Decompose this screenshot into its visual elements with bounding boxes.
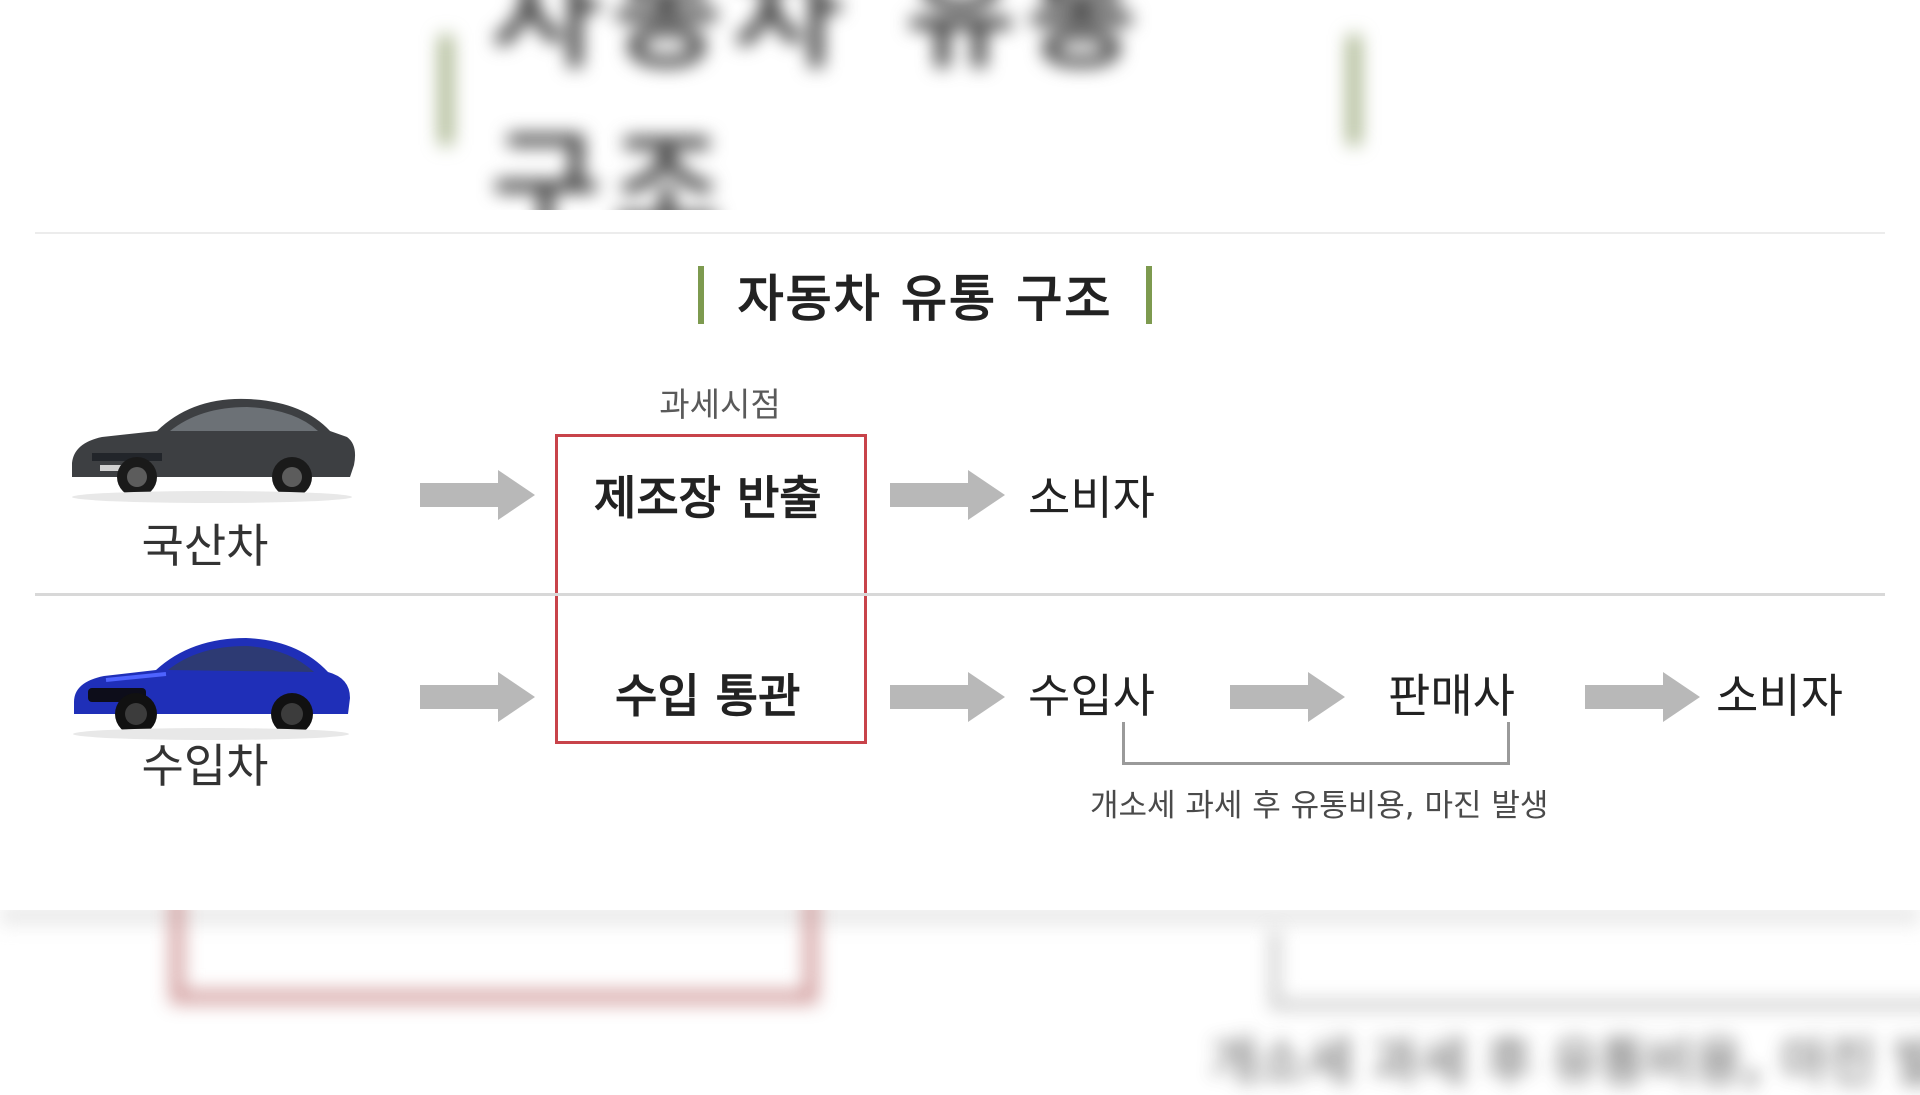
title-accent-bar-right [1146,266,1153,324]
blurred-title: 자동차 유통 구조 [440,0,1360,255]
step-factory-release: 제조장 반출 [594,471,822,525]
top-divider [35,232,1885,234]
right-arrow-icon [1230,672,1345,722]
domestic-car-label: 국산차 [141,519,269,573]
step-importer: 수입사 [1028,669,1155,723]
blurred-strip [0,905,1920,925]
blurred-bracket [1270,930,1920,1010]
step-import-clearance: 수입 통관 [615,669,801,723]
imported-car-icon [73,638,350,740]
diagram-title-text: 자동차 유통 구조 [737,270,1113,328]
row-divider [35,593,1885,596]
title-accent-bar-left [697,266,704,324]
blurred-title-text: 자동차 유통 구조 [492,0,1148,255]
step-consumer: 소비자 [1716,669,1843,723]
distribution-bracket [1122,722,1510,765]
domestic-car-icon [72,398,356,503]
step-consumer: 소비자 [1028,471,1155,525]
right-arrow-icon [420,470,535,520]
bracket-note: 개소세 과세 후 유통비용, 마진 발생 [1090,788,1549,824]
blurred-tax-box [170,880,818,1004]
right-arrow-icon [890,470,1005,520]
diagram-panel: 자동차 유통 구조 과세시점 국산차 제조장 반출 소비자 수입차 [0,210,1920,910]
blurred-title-bar-left [440,35,453,145]
tax-point-label: 과세시점 [659,385,781,424]
right-arrow-icon [1585,672,1700,722]
blurred-note-text: 개소세 과세 후 유통비용, 마진 발생 [1210,1033,1920,1093]
right-arrow-icon [420,672,535,722]
imported-car-label: 수입차 [141,739,269,793]
diagram-title: 자동차 유통 구조 [690,255,1160,335]
right-arrow-icon [890,672,1005,722]
blurred-title-bar-right [1347,35,1360,145]
step-dealer: 판매사 [1388,669,1515,723]
tax-point-box [555,434,867,744]
